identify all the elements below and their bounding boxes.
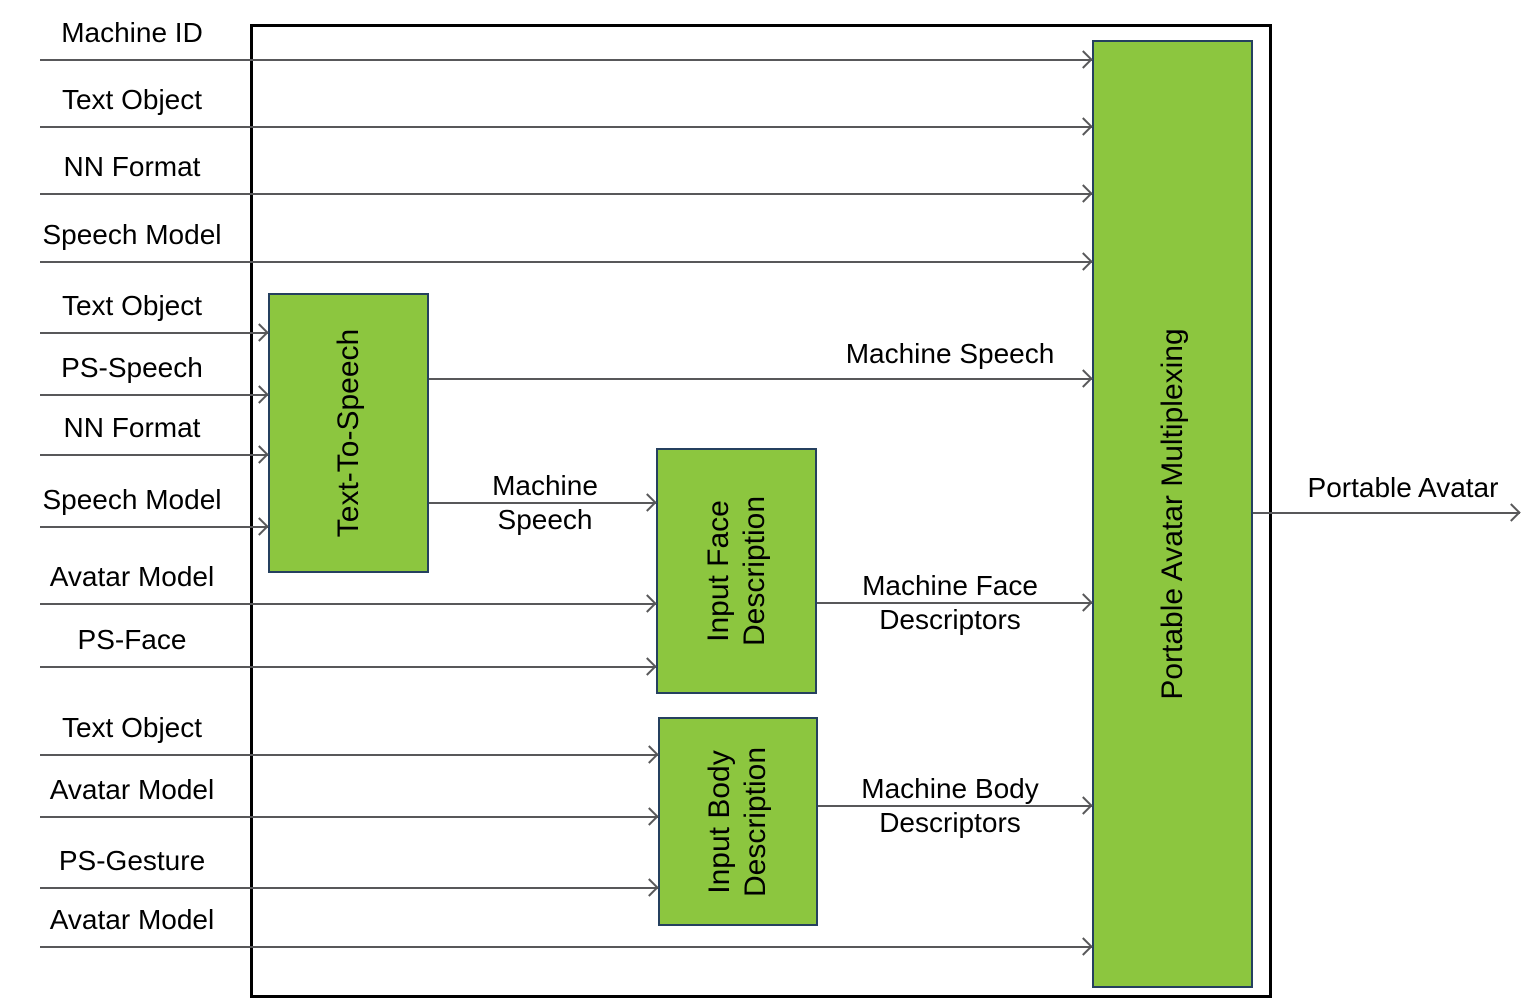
connector-avatar-model-2	[40, 816, 658, 818]
input-label-speech-model: Speech Model	[42, 219, 222, 250]
connector-machine-face-descriptors	[817, 602, 1092, 604]
block-input-body-description: Input Body Description	[658, 717, 818, 926]
input-label-machine-id: Machine ID	[61, 17, 203, 48]
arrowhead-icon	[1502, 503, 1521, 522]
connector-text-object	[40, 126, 1092, 128]
output-label-portable-avatar: Portable Avatar	[1307, 472, 1499, 503]
connector-portable-avatar-output	[1253, 512, 1520, 514]
connector-text-object-2	[40, 332, 268, 334]
block-input-face-description: Input Face Description	[656, 448, 817, 694]
input-label-text-object-3: Text Object	[61, 712, 203, 743]
connector-ps-gesture	[40, 887, 658, 889]
block-input-body-description-label: Input Body Description	[703, 746, 772, 897]
input-label-avatar-model-3: Avatar Model	[49, 904, 215, 935]
system-boundary-box	[250, 24, 1272, 998]
edge-label-machine-speech: Machine Speech	[845, 338, 1055, 369]
input-label-nn-format: NN Format	[63, 151, 201, 182]
input-label-text-object-2: Text Object	[61, 290, 203, 321]
connector-machine-id	[40, 59, 1092, 61]
block-portable-avatar-multiplexing: Portable Avatar Multiplexing	[1092, 40, 1253, 988]
connector-speech-model	[40, 261, 1092, 263]
input-label-avatar-model-2: Avatar Model	[49, 774, 215, 805]
block-input-face-description-label: Input Face Description	[701, 495, 771, 647]
block-text-to-speech-label: Text-To-Speech	[331, 328, 365, 538]
connector-nn-format-2	[40, 454, 268, 456]
input-label-ps-speech: PS-Speech	[61, 352, 203, 383]
connector-machine-speech-to-face	[429, 502, 656, 504]
connector-ps-face	[40, 666, 656, 668]
connector-avatar-model	[40, 603, 656, 605]
input-label-avatar-model: Avatar Model	[49, 561, 215, 592]
connector-machine-speech-to-pam	[429, 378, 1092, 380]
input-label-nn-format-2: NN Format	[63, 412, 201, 443]
connector-nn-format	[40, 193, 1092, 195]
connector-text-object-3	[40, 754, 658, 756]
input-label-ps-gesture: PS-Gesture	[58, 845, 206, 876]
connector-machine-body-descriptors	[818, 805, 1092, 807]
input-label-speech-model-2: Speech Model	[42, 484, 222, 515]
block-text-to-speech: Text-To-Speech	[268, 293, 429, 573]
input-label-text-object: Text Object	[61, 84, 203, 115]
input-label-ps-face: PS-Face	[77, 624, 187, 655]
connector-speech-model-2	[40, 526, 268, 528]
block-portable-avatar-multiplexing-label: Portable Avatar Multiplexing	[1155, 328, 1189, 700]
connector-avatar-model-3	[40, 946, 1092, 948]
connector-ps-speech	[40, 394, 268, 396]
edge-label-machine-speech-mid: Machine Speech	[492, 470, 598, 535]
edge-label-machine-body-descriptors: Machine Body Descriptors	[861, 773, 1039, 838]
edge-label-machine-face-descriptors: Machine Face Descriptors	[862, 570, 1038, 635]
